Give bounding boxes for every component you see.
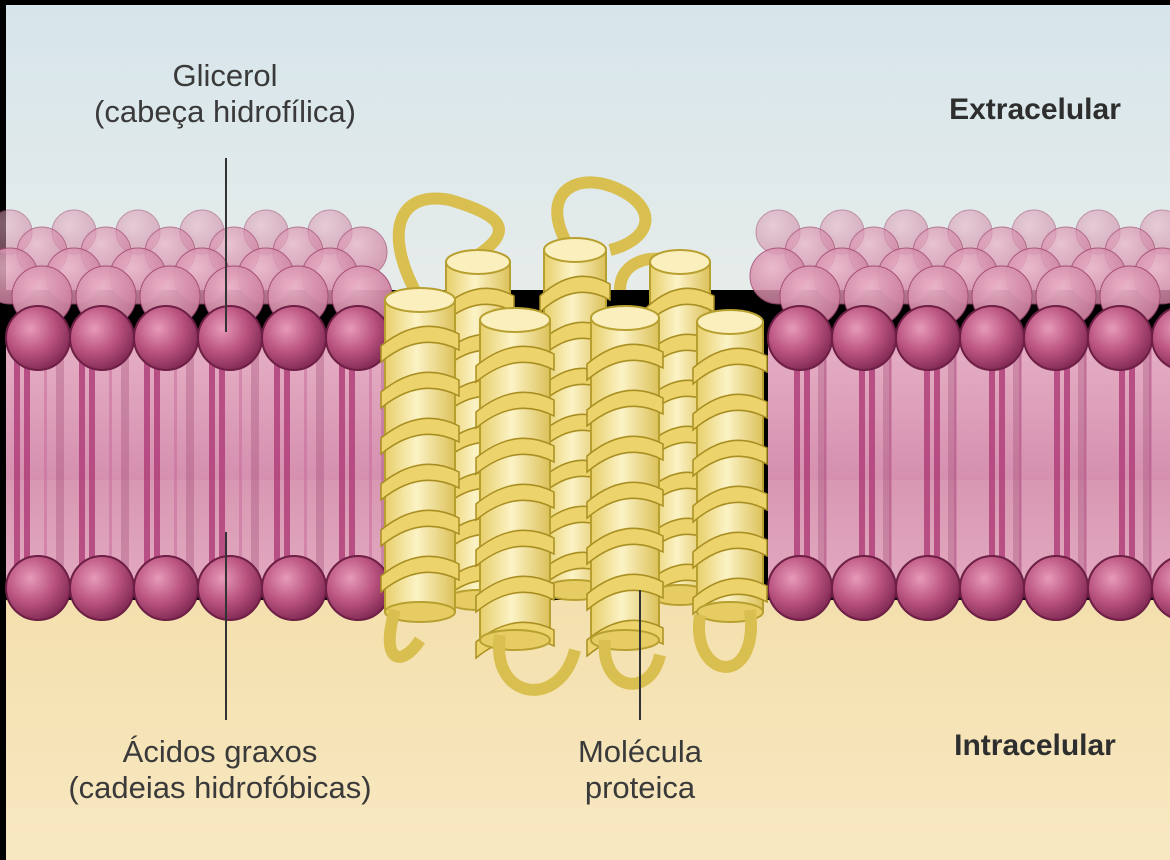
intracellular-label: Intracelular (905, 728, 1165, 764)
protein-helix (587, 306, 663, 656)
phospholipid-head (768, 306, 832, 370)
phospholipid-head (832, 306, 896, 370)
protein-label: Molécula proteica (520, 734, 760, 806)
phospholipid-head (960, 306, 1024, 370)
fatty-acids-label-line2: (cadeias hidrofóbicas) (20, 770, 420, 806)
phospholipid-head (70, 306, 134, 370)
phospholipid-head (896, 306, 960, 370)
fatty-acids-label: Ácidos graxos (cadeias hidrofóbicas) (20, 734, 420, 806)
phospholipid-head (6, 306, 70, 370)
protein-helix (693, 310, 767, 622)
phospholipid-head (134, 306, 198, 370)
glycerol-label-line1: Glicerol (60, 58, 390, 94)
phospholipid-head (198, 556, 262, 620)
phospholipid-head (896, 556, 960, 620)
phospholipid-head (198, 306, 262, 370)
phospholipid-head (6, 556, 70, 620)
extracellular-label: Extracelular (905, 92, 1165, 128)
phospholipid-head (1024, 556, 1088, 620)
protein-helix (381, 288, 459, 622)
phospholipid-head (134, 556, 198, 620)
phospholipid-head (1088, 306, 1152, 370)
glycerol-label-line2: (cabeça hidrofílica) (60, 94, 390, 130)
phospholipid-head (768, 556, 832, 620)
phospholipid-head (832, 556, 896, 620)
phospholipid-head (70, 556, 134, 620)
fatty-acids-label-line1: Ácidos graxos (20, 734, 420, 770)
protein-label-line1: Molécula (520, 734, 760, 770)
phospholipid-head (262, 306, 326, 370)
protein-helix (476, 308, 554, 658)
phospholipid-head (960, 556, 1024, 620)
phospholipid-head (262, 556, 326, 620)
glycerol-label: Glicerol (cabeça hidrofílica) (60, 58, 390, 130)
protein-label-line2: proteica (520, 770, 760, 806)
phospholipid-head (1088, 556, 1152, 620)
phospholipid-head (1024, 306, 1088, 370)
